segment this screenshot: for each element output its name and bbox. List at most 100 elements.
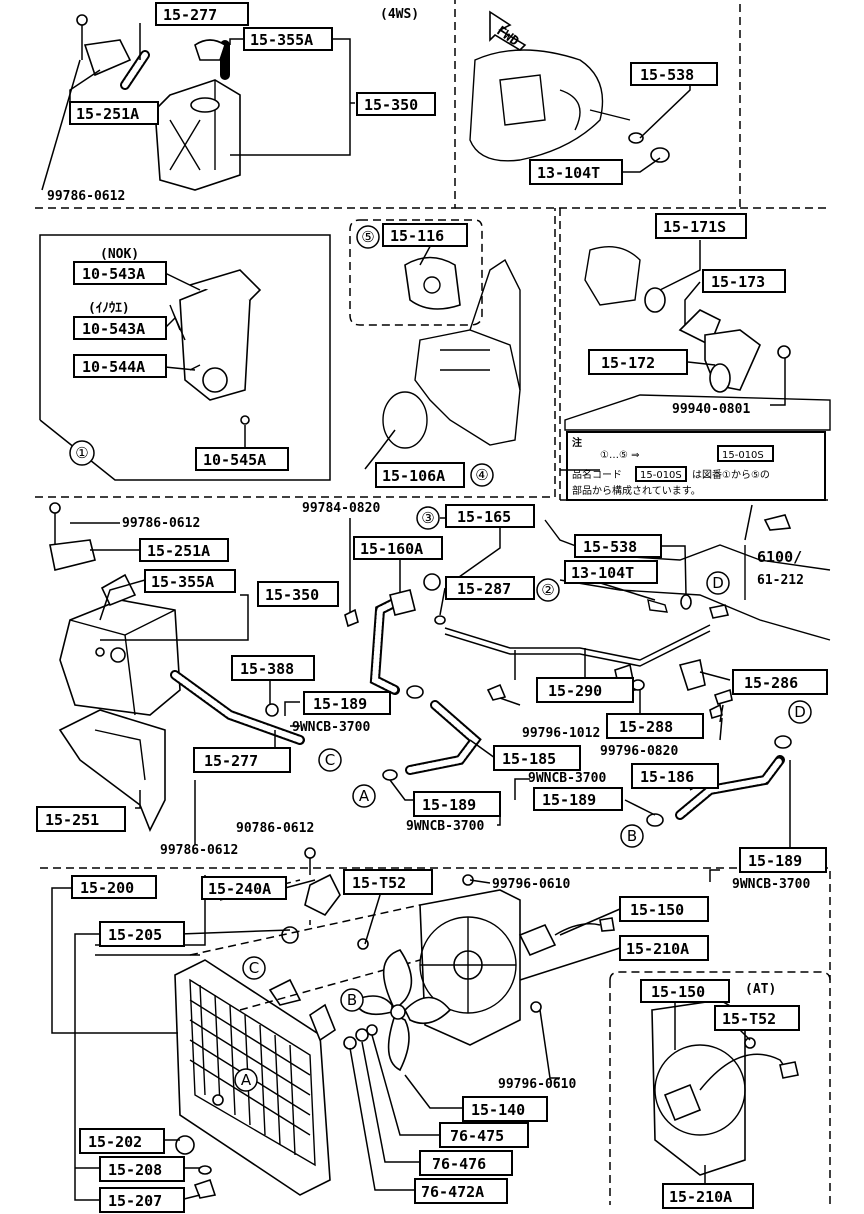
callout-76-472a: 76-472A xyxy=(414,1178,508,1204)
svg-text:15-172: 15-172 xyxy=(601,354,655,372)
callout-15-171s: 15-171S xyxy=(655,213,747,239)
svg-text:15-210A: 15-210A xyxy=(669,1188,732,1206)
callout-9wncb-3700-c: 9WNCB-3700 xyxy=(406,819,484,834)
callout-15-240a: 15-240A xyxy=(201,876,287,900)
svg-text:15-150: 15-150 xyxy=(630,901,684,919)
svg-text:15-251: 15-251 xyxy=(45,811,99,829)
svg-text:15-290: 15-290 xyxy=(548,682,602,700)
callout-10-543a-inoue: 10-543A xyxy=(73,316,167,340)
svg-text:15-186: 15-186 xyxy=(640,768,694,786)
svg-text:15-207: 15-207 xyxy=(108,1192,162,1210)
svg-text:10-543A: 10-543A xyxy=(82,265,145,283)
callout-90786-0612: 90786-0612 xyxy=(236,821,314,836)
svg-text:15-189: 15-189 xyxy=(422,796,476,814)
thermostat-group xyxy=(564,246,831,431)
svg-text:15-251A: 15-251A xyxy=(147,542,210,560)
svg-text:10-545A: 10-545A xyxy=(203,451,266,469)
svg-text:15-388: 15-388 xyxy=(240,660,294,678)
water-pump-group xyxy=(39,234,331,481)
svg-text:B: B xyxy=(627,827,637,845)
note-title: 注 xyxy=(572,436,582,449)
callout-99796-0610-top: 99796-0610 xyxy=(492,877,570,892)
svg-text:B: B xyxy=(347,991,357,1009)
callout-15-210a-at: 15-210A xyxy=(662,1183,754,1209)
note-line3: 部品から構成されています。 xyxy=(572,484,701,497)
section-dividers xyxy=(35,0,831,1205)
svg-text:15-160A: 15-160A xyxy=(360,540,423,558)
marker-a-low: A xyxy=(234,1068,258,1092)
marker-b-mid: B xyxy=(620,824,644,848)
svg-text:A: A xyxy=(241,1071,252,1089)
callout-99796-0820: 99796-0820 xyxy=(600,744,678,759)
svg-text:15-210A: 15-210A xyxy=(626,940,689,958)
callout-15-355a-mid: 15-355A xyxy=(144,569,236,593)
note-line2-code: 15-010S xyxy=(640,470,682,481)
engine-fwd-view: FWD xyxy=(469,10,670,163)
gasket-5-group xyxy=(349,219,483,326)
svg-text:15-173: 15-173 xyxy=(711,273,765,291)
callout-15-288: 15-288 xyxy=(606,713,704,739)
note-line2-a: 品名コード xyxy=(572,468,622,481)
svg-text:15-116: 15-116 xyxy=(390,227,444,245)
note-line2-b: は図番①から⑤の xyxy=(692,469,770,481)
marker-a-mid: A xyxy=(352,784,376,808)
callout-15-251a-top: 15-251A xyxy=(69,101,159,125)
callout-9wncb-3700-a: 9WNCB-3700 xyxy=(292,720,370,735)
svg-text:13-104T: 13-104T xyxy=(537,164,600,182)
callout-15-538-mid: 15-538 xyxy=(574,534,662,558)
callout-15-186: 15-186 xyxy=(631,763,719,789)
svg-text:⑤: ⑤ xyxy=(361,228,374,246)
callout-15-150-at: 15-150 xyxy=(640,979,730,1003)
callout-15-t52-main: 15-T52 xyxy=(343,869,433,895)
svg-text:15-205: 15-205 xyxy=(108,926,162,944)
hoses-middle xyxy=(265,573,792,827)
svg-text:15-287: 15-287 xyxy=(457,580,511,598)
callout-15-208: 15-208 xyxy=(99,1156,185,1182)
svg-text:76-476: 76-476 xyxy=(432,1155,486,1173)
callout-15-207: 15-207 xyxy=(99,1187,185,1213)
svg-text:13-104T: 13-104T xyxy=(571,564,634,582)
svg-text:C: C xyxy=(249,959,259,977)
callout-15-t52-at: 15-T52 xyxy=(714,1005,800,1031)
callout-15-251: 15-251 xyxy=(36,806,126,832)
callout-15-210a-main: 15-210A xyxy=(619,935,709,961)
callout-15-388: 15-388 xyxy=(231,655,315,681)
label-nok: (NOK) xyxy=(100,247,139,262)
callout-15-355a-top: 15-355A xyxy=(243,27,333,51)
callout-13-104t-top: 13-104T xyxy=(529,159,623,185)
callout-15-173: 15-173 xyxy=(702,269,786,293)
callout-76-475: 76-475 xyxy=(439,1122,529,1148)
callout-99796-0610-low: 99796-0610 xyxy=(498,1077,576,1092)
callout-10-545a: 10-545A xyxy=(195,447,289,471)
radiator-group xyxy=(174,847,421,1199)
section-labels: (4WS) (AT) (NOK) (ｲﾉｳｴ) 6100/ 61-212 xyxy=(88,7,804,997)
reference-main: 6100/ xyxy=(757,548,802,566)
label-at: (AT) xyxy=(745,982,776,997)
svg-text:15-185: 15-185 xyxy=(502,750,556,768)
svg-text:15-286: 15-286 xyxy=(744,674,798,692)
callout-99940-0801: 99940-0801 xyxy=(672,402,750,417)
callout-15-185: 15-185 xyxy=(493,745,581,771)
callout-15-189-d: 15-189 xyxy=(739,847,827,873)
svg-text:①: ① xyxy=(75,444,88,462)
svg-text:15-171S: 15-171S xyxy=(663,218,726,236)
callout-15-290: 15-290 xyxy=(536,677,634,703)
callout-15-165: 15-165 xyxy=(445,504,535,528)
svg-text:15-202: 15-202 xyxy=(88,1133,142,1151)
svg-text:15-165: 15-165 xyxy=(457,508,511,526)
svg-text:15-350: 15-350 xyxy=(364,96,418,114)
svg-text:15-208: 15-208 xyxy=(108,1161,162,1179)
svg-text:15-189: 15-189 xyxy=(748,852,802,870)
callout-15-200: 15-200 xyxy=(71,875,157,899)
reservoir-middle-group xyxy=(49,502,305,832)
callout-15-350-top: 15-350 xyxy=(356,92,436,116)
note-box: 注 ①…⑤ ⇒ 15-010S 品名コード 15-010S は図番①から⑤の 部… xyxy=(566,431,826,501)
callout-15-287: 15-287 xyxy=(445,576,535,600)
svg-text:15-T52: 15-T52 xyxy=(722,1010,776,1028)
callout-13-104t-mid: 13-104T xyxy=(564,560,658,584)
svg-text:10-543A: 10-543A xyxy=(82,320,145,338)
callout-15-251a-mid: 15-251A xyxy=(139,538,229,562)
marker-d-mid: D xyxy=(788,700,812,724)
callout-15-350-mid: 15-350 xyxy=(257,581,339,607)
callout-15-189-b: 15-189 xyxy=(413,791,501,817)
